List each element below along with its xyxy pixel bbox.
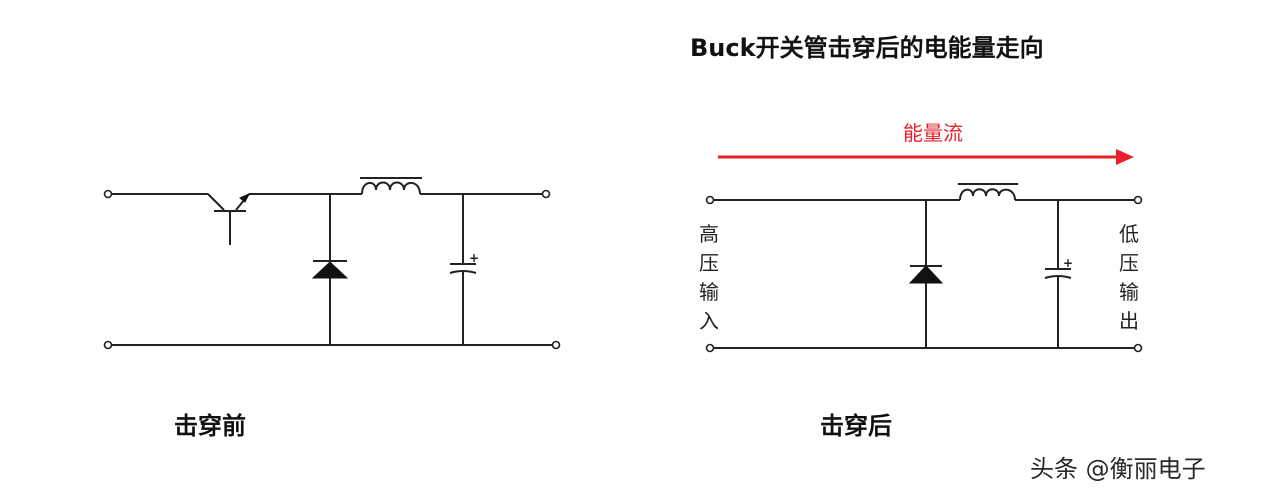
input-label-char: 高 [699,222,719,246]
right-circuit: 能量流 + [699,121,1143,440]
right-diode-icon [908,265,944,284]
right-capacitor-icon [1044,268,1072,279]
output-label-vertical: 低 压 输 出 [1119,222,1139,333]
diagram-title: Buck开关管击穿后的电能量走向 [690,34,1044,62]
right-capacitor-plus: + [1063,256,1073,270]
input-label-vertical: 高 压 输 入 [699,222,719,333]
output-label-char: 出 [1119,309,1139,333]
input-label-char: 压 [699,251,719,275]
right-output-terminal-bottom [1133,343,1143,353]
output-label-char: 压 [1119,251,1139,275]
input-label-char: 输 [699,280,719,304]
left-output-terminal-top [541,189,551,199]
left-diode-icon [311,260,349,279]
energy-flow-label: 能量流 [903,121,963,145]
left-inductor-icon [360,177,422,195]
output-label-char: 输 [1119,280,1139,304]
left-circuit: + 击穿前 [103,177,561,440]
right-output-terminal-top [1133,195,1143,205]
right-input-terminal-bottom [705,343,715,353]
watermark: 头条 @衡丽电子 [1030,455,1206,483]
left-caption: 击穿前 [174,412,246,440]
left-output-terminal-bottom [551,340,561,350]
right-caption: 击穿后 [820,412,892,440]
input-label-char: 入 [699,309,719,333]
output-label-char: 低 [1119,222,1139,246]
left-input-terminal-top [103,189,113,199]
arrow-head-icon [1116,149,1134,165]
left-input-terminal-bottom [103,340,113,350]
transistor-switch-icon [207,192,251,245]
left-capacitor-icon [449,263,477,274]
right-input-terminal-top [705,195,715,205]
left-capacitor-plus: + [469,251,479,265]
right-inductor-icon [958,183,1018,201]
